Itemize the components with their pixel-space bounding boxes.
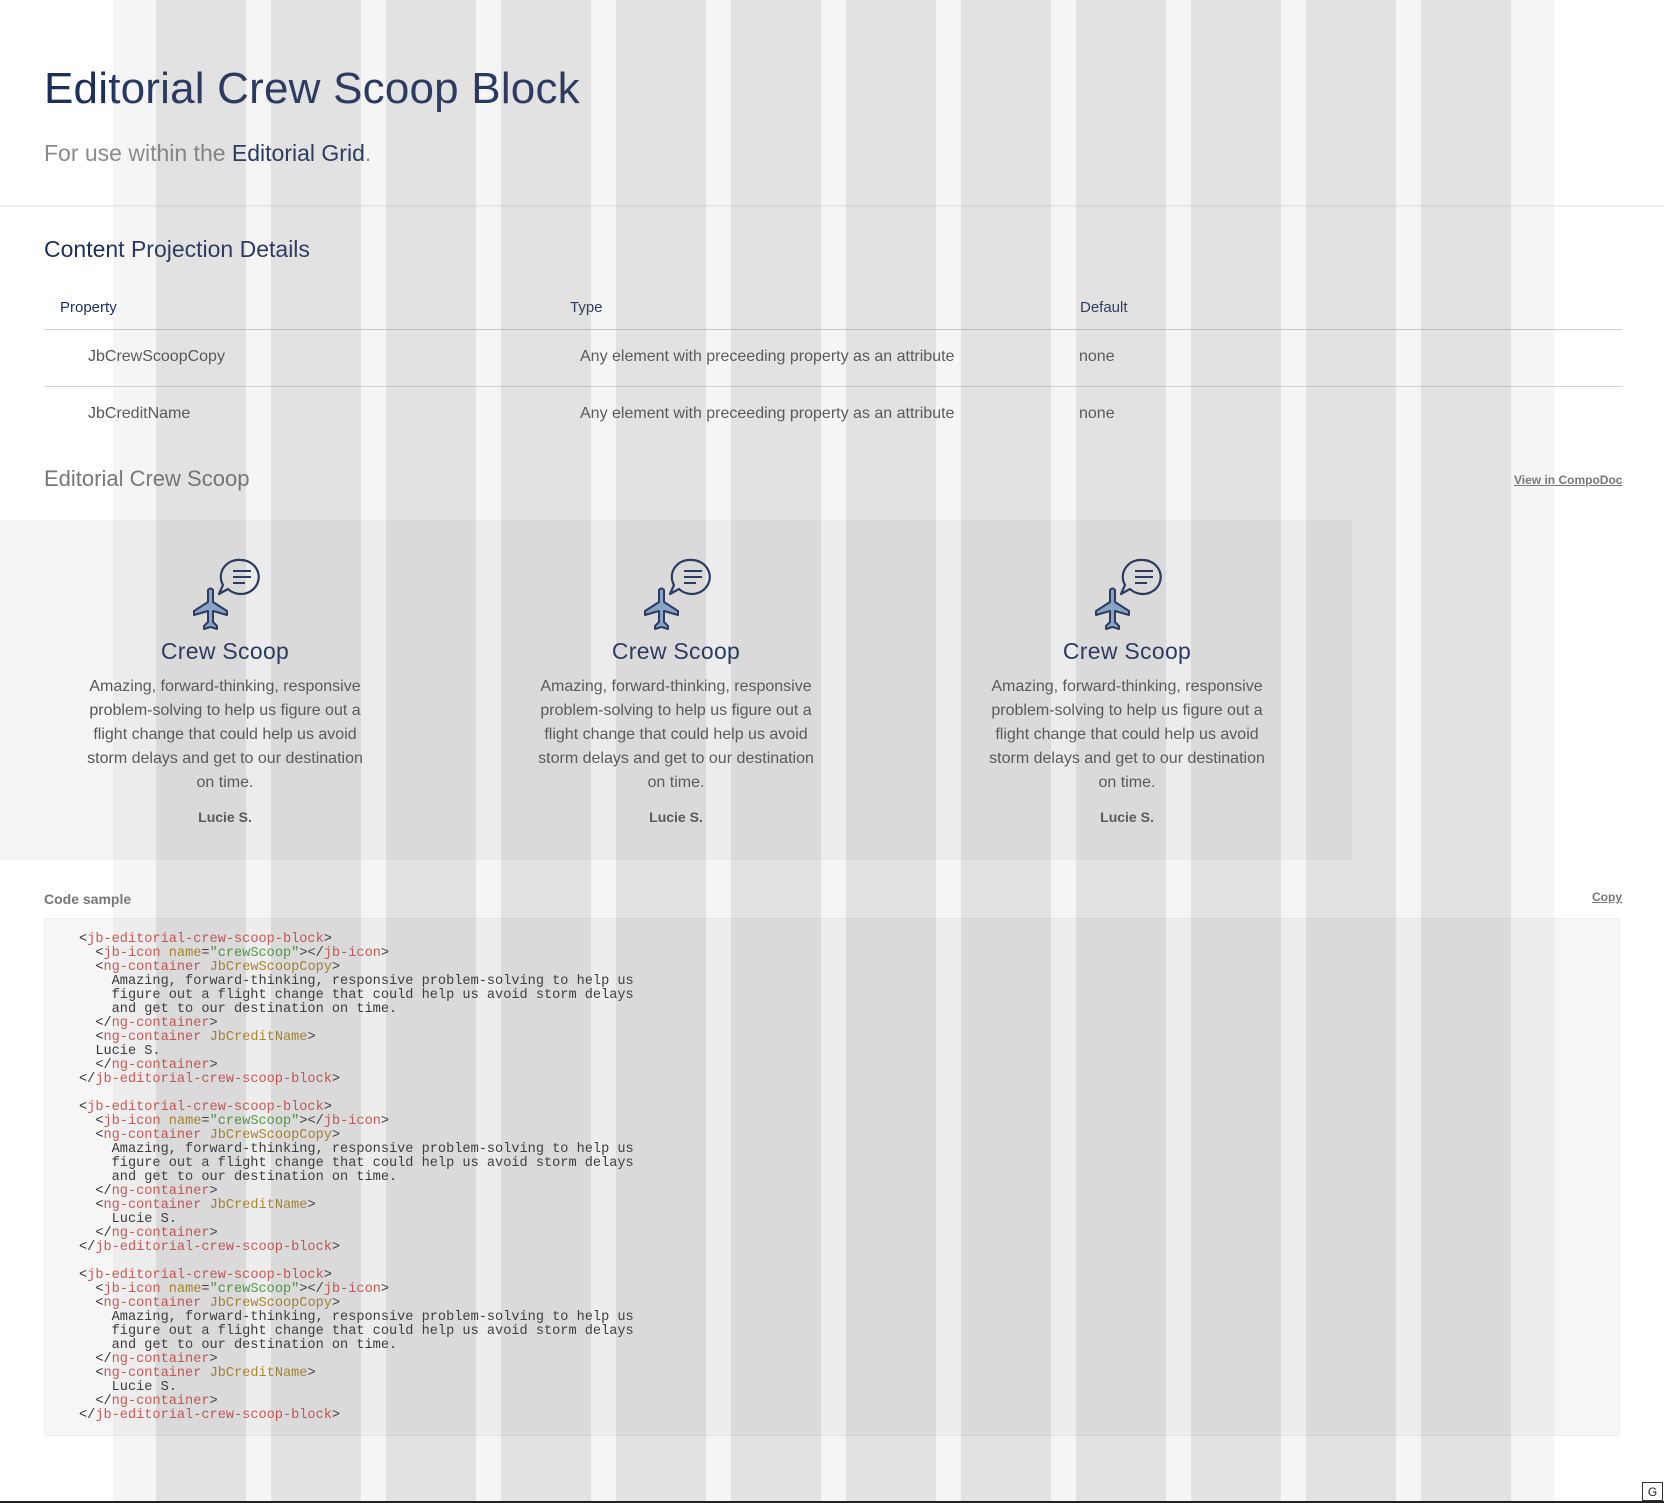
crew-scoop-card: Crew Scoop Amazing, forward-thinking, re…	[531, 552, 821, 825]
grid-toggle-button[interactable]: G	[1642, 1482, 1663, 1501]
code-line: <ng-container JbCreditName>	[79, 1366, 316, 1381]
code-line: </ng-container>	[79, 1016, 218, 1031]
bottom-rule	[0, 1501, 1664, 1503]
right-rail	[1664, 0, 1680, 1503]
code-line: Amazing, forward-thinking, responsive pr…	[79, 974, 634, 989]
demo-preview-area: Crew Scoop Amazing, forward-thinking, re…	[0, 520, 1352, 860]
crew-scoop-credit: Lucie S.	[198, 809, 252, 825]
code-line: </ng-container>	[79, 1226, 218, 1241]
default-cell: none	[1079, 348, 1115, 365]
subtitle-prefix: For use within the	[44, 140, 232, 166]
column-header-default: Default	[1080, 299, 1128, 316]
code-line: <jb-icon name="crewScoop"></jb-icon>	[79, 946, 390, 961]
code-line: </jb-editorial-crew-scoop-block>	[79, 1072, 341, 1087]
crew-scoop-credit: Lucie S.	[1100, 809, 1154, 825]
page-subtitle: For use within the Editorial Grid.	[44, 140, 371, 167]
code-line: Lucie S.	[79, 1044, 161, 1059]
code-line: and get to our destination on time.	[79, 1338, 398, 1353]
code-line: <ng-container JbCreditName>	[79, 1030, 316, 1045]
code-line: figure out a flight change that could he…	[79, 988, 634, 1003]
crew-scoop-title: Crew Scoop	[611, 638, 741, 664]
code-lines: <jb-editorial-crew-scoop-block> <jb-icon…	[79, 933, 634, 1423]
code-line: <jb-icon name="crewScoop"></jb-icon>	[79, 1282, 390, 1297]
crew-scoop-icon	[193, 558, 260, 630]
code-line: </ng-container>	[79, 1352, 218, 1367]
crew-scoop-copy: Amazing, forward-thinking, responsive pr…	[989, 678, 1265, 791]
code-line	[79, 1255, 634, 1269]
code-line: <ng-container JbCreditName>	[79, 1198, 316, 1213]
crew-scoop-card: Crew Scoop Amazing, forward-thinking, re…	[982, 552, 1272, 825]
property-cell: JbCrewScoopCopy	[88, 348, 225, 365]
header-divider	[0, 205, 1664, 207]
crew-scoop-icon	[1095, 558, 1162, 630]
code-line: <ng-container JbCrewScoopCopy>	[79, 960, 341, 975]
subtitle-suffix: .	[364, 140, 372, 166]
code-line: figure out a flight change that could he…	[79, 1156, 634, 1171]
code-line: </ng-container>	[79, 1394, 218, 1409]
code-line: <jb-editorial-crew-scoop-block>	[79, 932, 332, 947]
code-line: <jb-editorial-crew-scoop-block>	[79, 1268, 332, 1283]
table-row: JbCrewScoopCopy Any element with preceed…	[44, 330, 1622, 387]
content-projection-title: Content Projection Details	[44, 236, 310, 262]
code-line: </jb-editorial-crew-scoop-block>	[79, 1408, 341, 1423]
code-line: <jb-editorial-crew-scoop-block>	[79, 1100, 332, 1115]
code-line	[79, 1087, 634, 1101]
code-line: Amazing, forward-thinking, responsive pr…	[79, 1142, 634, 1157]
content-projection-table: Property Type Default JbCrewScoopCopy An…	[44, 290, 1622, 443]
code-line: <ng-container JbCrewScoopCopy>	[79, 1128, 341, 1143]
demo-section-title: Editorial Crew Scoop	[44, 466, 250, 491]
crew-scoop-copy: Amazing, forward-thinking, responsive pr…	[538, 678, 814, 791]
code-sample-label: Code sample	[44, 891, 132, 907]
code-sample-block[interactable]: <jb-editorial-crew-scoop-block> <jb-icon…	[44, 918, 1620, 1436]
property-cell: JbCreditName	[88, 405, 191, 422]
crew-scoop-icon	[644, 558, 711, 630]
crew-scoop-card: Crew Scoop Amazing, forward-thinking, re…	[80, 552, 370, 825]
code-line: and get to our destination on time.	[79, 1002, 398, 1017]
crew-scoop-title: Crew Scoop	[160, 638, 290, 664]
column-header-type: Type	[570, 299, 603, 316]
column-header-property: Property	[60, 299, 117, 316]
copy-code-button[interactable]: Copy	[1592, 890, 1622, 904]
code-line: <ng-container JbCrewScoopCopy>	[79, 1296, 341, 1311]
editorial-grid-link[interactable]: Editorial Grid	[231, 140, 365, 166]
code-line: </jb-editorial-crew-scoop-block>	[79, 1240, 341, 1255]
type-cell: Any element with preceeding property as …	[580, 348, 955, 365]
code-line: and get to our destination on time.	[79, 1170, 398, 1185]
code-line: figure out a flight change that could he…	[79, 1324, 634, 1339]
code-line: </ng-container>	[79, 1184, 218, 1199]
code-line: Lucie S.	[79, 1380, 177, 1395]
view-in-compodoc-link[interactable]: View in CompoDoc	[1514, 473, 1623, 487]
crew-scoop-credit: Lucie S.	[649, 809, 703, 825]
default-cell: none	[1079, 405, 1115, 422]
code-line: <jb-icon name="crewScoop"></jb-icon>	[79, 1114, 390, 1129]
table-row: JbCreditName Any element with preceeding…	[44, 387, 1622, 443]
crew-scoop-copy: Amazing, forward-thinking, responsive pr…	[87, 678, 363, 791]
table-header: Property Type Default	[44, 290, 1622, 330]
code-line: Amazing, forward-thinking, responsive pr…	[79, 1310, 634, 1325]
code-line: </ng-container>	[79, 1058, 218, 1073]
page-title: Editorial Crew Scoop Block	[44, 64, 580, 113]
code-line: Lucie S.	[79, 1212, 177, 1227]
crew-scoop-title: Crew Scoop	[1062, 638, 1192, 664]
type-cell: Any element with preceeding property as …	[580, 405, 955, 422]
